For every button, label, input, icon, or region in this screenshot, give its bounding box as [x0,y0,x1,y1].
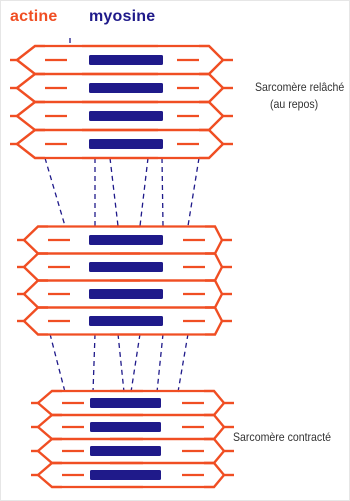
dashed-guide [50,334,65,392]
dashed-guide [110,158,118,226]
actin-z-line-left-lower [17,144,45,158]
actin-z-line-right-lower [204,475,224,487]
actin-z-line-left-lower [38,427,62,439]
myosin-filament [89,139,163,149]
actin-z-line-left-upper [38,391,62,403]
actin-z-line-right-upper [205,281,222,295]
myosin-filament [89,235,163,245]
actin-z-line-right-lower [205,267,222,281]
actin-z-line-right-upper [205,308,222,322]
myosin-filament [89,83,163,93]
myosin-filament [90,470,161,480]
actin-z-line-right-upper [205,254,222,268]
actin-z-line-left-lower [38,403,62,415]
actin-z-line-left-upper [38,439,62,451]
actin-z-line-right-upper [204,415,224,427]
relaxed-sarcomere-label: Sarcomère relâché [255,80,344,95]
actin-z-line-left-lower [24,321,48,335]
myosin-filament [90,422,161,432]
actin-z-line-right-upper [199,102,223,116]
dashed-guide [140,158,148,226]
dashed-guide [93,334,95,392]
actin-z-line-left-lower [17,116,45,130]
actin-z-line-left-lower [17,60,45,74]
actin-z-line-left-upper [17,102,45,116]
sarcomere-intermediate [17,227,232,335]
dashed-guide [118,334,124,392]
myosin-filament [89,111,163,121]
dashed-guide [157,334,163,392]
sarcomere-contracted [31,391,234,487]
actin-z-line-right-lower [199,88,223,102]
actin-z-line-left-upper [17,130,45,144]
dashed-guide [45,158,65,226]
actin-z-line-right-lower [204,451,224,463]
dashed-guide [162,158,163,226]
actin-z-line-right-upper [205,227,222,241]
myosin-filament [89,262,163,272]
myosin-filament [89,289,163,299]
actin-z-line-right-upper [204,391,224,403]
myosin-filament [89,316,163,326]
actin-z-line-left-upper [38,463,62,475]
actin-z-line-right-upper [199,46,223,60]
actin-z-line-left-upper [17,46,45,60]
relaxed-sarcomere-sublabel: (au repos) [270,97,318,112]
myosin-filament [90,446,161,456]
actin-z-line-left-lower [38,475,62,487]
actin-z-line-right-upper [204,439,224,451]
myosin-filament [90,398,161,408]
actin-z-line-right-lower [204,403,224,415]
myosin-filament [89,55,163,65]
actin-z-line-right-lower [205,294,222,308]
actin-z-line-left-lower [38,451,62,463]
dashed-guide [188,158,199,226]
actin-z-line-right-lower [199,116,223,130]
actin-z-line-left-lower [24,267,48,281]
actin-z-line-left-lower [24,294,48,308]
actin-z-line-left-upper [24,227,48,241]
dashed-guide [178,334,188,392]
actin-z-line-left-upper [24,254,48,268]
contracted-sarcomere-label: Sarcomère contracté [233,430,331,445]
actin-z-line-right-lower [205,240,222,254]
actin-z-line-right-lower [205,321,222,335]
actin-z-line-right-upper [199,130,223,144]
dashed-guide [131,334,140,392]
actin-z-line-right-lower [199,144,223,158]
actin-z-line-left-lower [17,88,45,102]
actin-z-line-left-upper [38,415,62,427]
actin-z-line-left-upper [24,308,48,322]
actin-z-line-right-lower [204,427,224,439]
actin-z-line-left-upper [24,281,48,295]
actin-z-line-right-upper [199,74,223,88]
sarcomere-relaxed [10,46,233,158]
actin-z-line-right-upper [204,463,224,475]
actin-z-line-left-lower [24,240,48,254]
actin-z-line-left-upper [17,74,45,88]
actin-z-line-right-lower [199,60,223,74]
